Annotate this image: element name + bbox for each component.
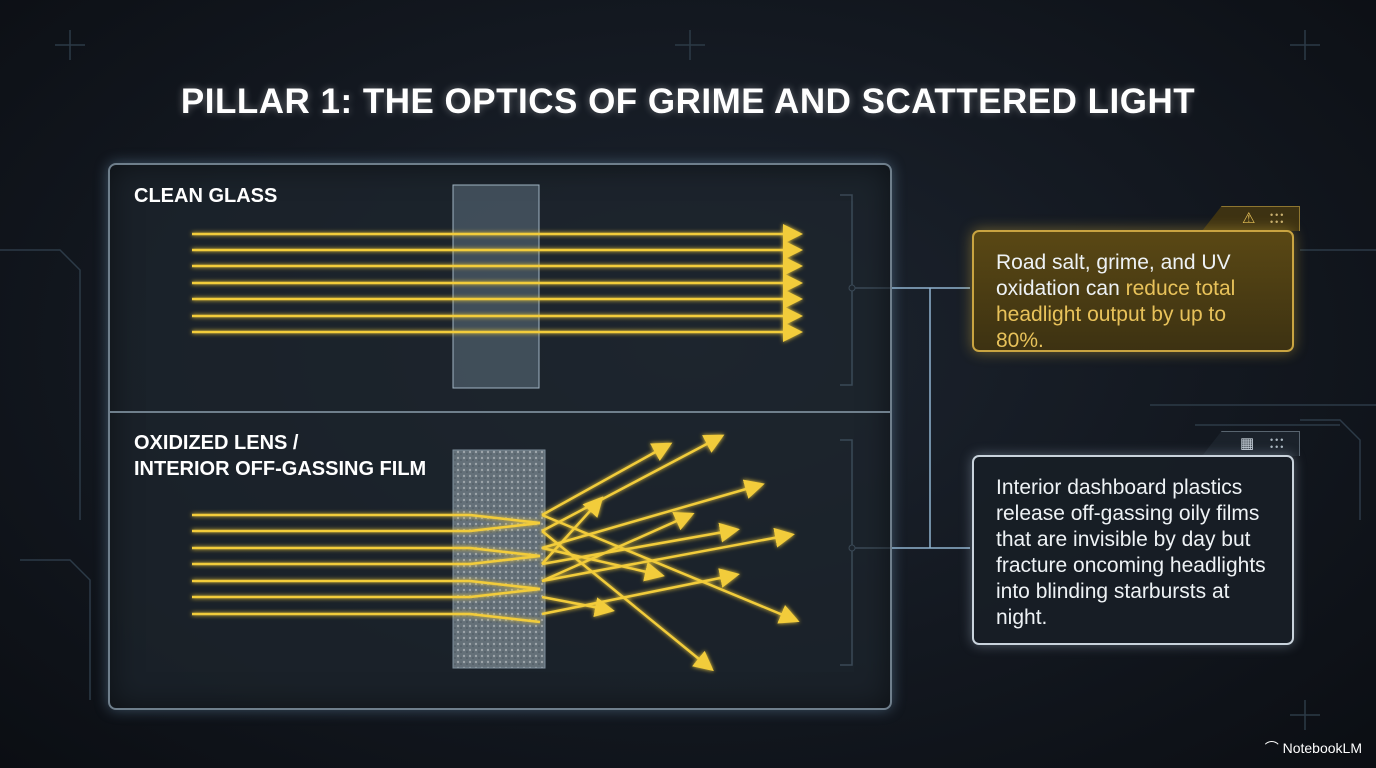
- dashboard-tab: [1202, 431, 1300, 456]
- scattered-light-ray: [541, 511, 695, 583]
- refracted-ray-in-film: [469, 579, 541, 591]
- clean-glass-pane: [452, 184, 540, 389]
- warning-icon: ⚠: [1242, 210, 1256, 227]
- brand-name: NotebookLM: [1282, 740, 1362, 756]
- callout-grime-text: Road salt, grime, and UV oxidation can: [996, 251, 1231, 300]
- callout-grime: Road salt, grime, and UV oxidation can r…: [972, 230, 1294, 352]
- refracted-ray-in-film: [469, 554, 541, 566]
- scattered-light-ray: [541, 527, 795, 583]
- scattered-light-ray: [541, 442, 673, 517]
- oxidized-label-line2: INTERIOR OFF-GASSING FILM: [134, 458, 427, 480]
- callout-offgassing: Interior dashboard plastics release off-…: [972, 455, 1294, 645]
- menu-dots-icon: ••••••: [1270, 210, 1286, 227]
- scattered-light-ray: [541, 496, 604, 565]
- refracted-ray-in-film: [469, 612, 541, 624]
- scattered-light-ray: [541, 530, 714, 672]
- scattered-light-ray: [541, 595, 615, 618]
- scattered-light-ray: [541, 434, 725, 533]
- clean-glass-label: CLEAN GLASS: [134, 185, 278, 207]
- brand-icon: ⌒: [1264, 740, 1283, 756]
- oxidized-glass-pane: [452, 449, 546, 669]
- oxidized-label-line1: OXIDIZED LENS /: [134, 432, 299, 454]
- scattered-light-ray: [541, 522, 740, 566]
- refracted-ray-in-film: [469, 521, 541, 533]
- refracted-ray-in-film: [469, 546, 541, 558]
- callout-grime-highlight: reduce total headlight output by up to 8…: [996, 277, 1236, 352]
- refracted-ray-in-film: [469, 587, 541, 599]
- scattered-light-ray: [541, 513, 800, 624]
- slide-title: PILLAR 1: THE OPTICS OF GRIME AND SCATTE…: [180, 82, 1196, 121]
- dashboard-icon: ▦: [1240, 435, 1255, 452]
- refracted-ray-in-film: [469, 513, 541, 525]
- panel-divider: [108, 411, 890, 413]
- scattered-light-ray: [541, 479, 765, 550]
- notebooklm-logo: ⌒ NotebookLM: [1265, 738, 1362, 758]
- menu-dots-icon: ••••••: [1270, 435, 1286, 452]
- oxidized-lens-label: OXIDIZED LENS / INTERIOR OFF-GASSING FIL…: [134, 430, 426, 482]
- scattered-light-ray: [541, 546, 665, 582]
- warning-tab: [1202, 206, 1300, 231]
